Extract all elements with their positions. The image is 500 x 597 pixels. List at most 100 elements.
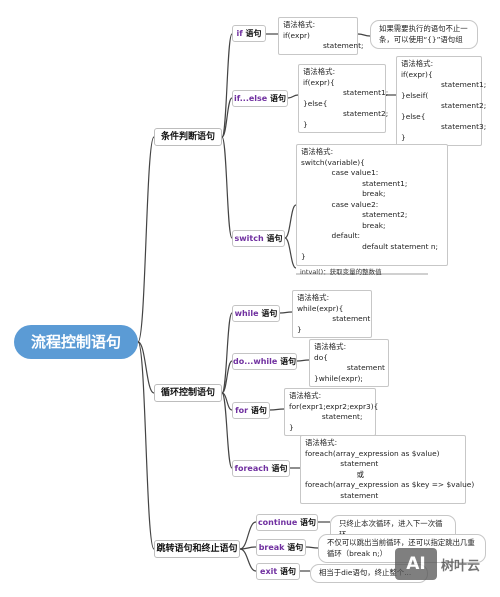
stmt-keyword: foreach xyxy=(234,464,269,473)
syntax-line: 语法格式: xyxy=(314,342,347,351)
connector-jump-exit xyxy=(239,548,257,572)
syntax-line: 语法格式: xyxy=(283,20,316,29)
stmt-dowhile[interactable]: do...while 语句 xyxy=(232,353,297,370)
syntax-line: 语法格式: xyxy=(289,391,322,400)
connector-dowhile-syntax xyxy=(296,359,310,362)
syntax-line: } xyxy=(303,119,308,129)
stmt-suffix: 语句 xyxy=(263,234,283,243)
syntax-line: statement3; xyxy=(401,122,487,131)
syntax-line: statement xyxy=(305,459,379,468)
syntax-ifelse: 语法格式:if(expr){ statement1;}else{ stateme… xyxy=(298,64,389,133)
connector-if-note xyxy=(357,33,371,37)
syntax-line: if(expr){ xyxy=(401,69,433,79)
connector-jump-continue xyxy=(239,521,257,550)
ai-logo-icon: AI xyxy=(395,548,437,580)
syntax-line: statement xyxy=(314,363,385,372)
connector-root-condition xyxy=(137,136,155,343)
stmt-continue[interactable]: continue 语句 xyxy=(256,514,318,531)
category-jump[interactable]: 跳转语句和终止语句 xyxy=(154,540,240,558)
category-loop[interactable]: 循环控制语句 xyxy=(154,384,222,402)
connector-break-note xyxy=(305,546,319,549)
stmt-for[interactable]: for 语句 xyxy=(232,402,270,419)
syntax-line: 语法格式: xyxy=(301,147,334,156)
syntax-foreach: 语法格式:foreach(array_expression as $value)… xyxy=(300,435,475,504)
stmt-suffix: 语句 xyxy=(242,29,262,38)
watermark-logo: AI 树叶云 xyxy=(395,548,480,580)
syntax-ifelseif: 语法格式:if(expr){ statement1;}elseif( state… xyxy=(396,56,487,146)
connector-loop-while xyxy=(221,312,233,394)
connector-condition-switch xyxy=(221,136,233,239)
syntax-line: }else{ xyxy=(401,111,426,121)
syntax-line: for(expr1;expr2;expr3){ xyxy=(289,401,379,411)
stmt-keyword: for xyxy=(235,406,249,415)
stmt-keyword: if...else xyxy=(233,94,268,103)
syntax-line: 语法格式: xyxy=(297,293,330,302)
syntax-line: } xyxy=(301,252,306,261)
stmt-keyword: continue xyxy=(257,518,298,527)
stmt-if[interactable]: if 语句 xyxy=(232,25,266,42)
syntax-line: statement xyxy=(297,314,371,323)
stmt-switch[interactable]: switch 语句 xyxy=(232,230,285,247)
stmt-suffix: 语句 xyxy=(258,309,278,318)
syntax-line: default statement n; xyxy=(301,241,439,251)
stmt-suffix: 语句 xyxy=(267,94,287,103)
root-node[interactable]: 流程控制语句 xyxy=(14,325,138,359)
stmt-suffix: 语句 xyxy=(277,357,297,366)
stmt-break[interactable]: break 语句 xyxy=(256,539,306,556)
syntax-line: statement2; xyxy=(301,210,408,219)
syntax-line: } xyxy=(297,324,302,334)
syntax-switch: 语法格式:switch(variable){ case value1: stat… xyxy=(296,144,448,266)
stmt-suffix: 语句 xyxy=(284,543,304,552)
stmt-keyword: while xyxy=(234,309,259,318)
syntax-while: 语法格式:while(expr){ statement} xyxy=(292,290,372,338)
connector-root-loop xyxy=(137,341,155,394)
stmt-while[interactable]: while 语句 xyxy=(232,305,280,322)
syntax-line: switch(variable){ xyxy=(301,157,365,167)
stmt-foreach[interactable]: foreach 语句 xyxy=(232,460,290,477)
stmt-ifelse[interactable]: if...else 语句 xyxy=(232,90,288,107)
stmt-keyword: if xyxy=(236,29,243,38)
syntax-if: 语法格式:if(expr) statement; xyxy=(278,17,363,55)
syntax-line: foreach(array_expression as $key => $val… xyxy=(305,480,475,489)
syntax-line: break; xyxy=(301,220,386,230)
syntax-line: case value1: xyxy=(301,168,379,177)
stmt-exit[interactable]: exit 语句 xyxy=(256,563,300,580)
syntax-line: if(expr) xyxy=(283,30,310,40)
syntax-line: statement1; xyxy=(401,80,487,89)
syntax-line: if(expr){ xyxy=(303,77,335,87)
category-condition[interactable]: 条件判断语句 xyxy=(154,128,222,146)
syntax-for: 语法格式:for(expr1;expr2;expr3){ statement;} xyxy=(284,388,379,436)
syntax-line: 语法格式: xyxy=(303,67,336,76)
stmt-keyword: break xyxy=(258,543,285,552)
syntax-line: statement1; xyxy=(301,178,408,188)
connector-loop-foreach xyxy=(221,392,233,469)
syntax-line: statement2; xyxy=(401,101,487,110)
syntax-line: }elseif( xyxy=(401,90,429,100)
connector-while-syntax xyxy=(279,311,293,314)
syntax-line: case value2: xyxy=(301,199,379,209)
stmt-suffix: 语句 xyxy=(248,406,267,415)
syntax-line: statement2; xyxy=(303,109,389,118)
connector-switch-intval xyxy=(284,237,297,269)
connector-condition-if xyxy=(221,33,233,138)
stmt-suffix: 语句 xyxy=(268,464,288,473)
note-if-multi: 如果需要执行的语句不止一条，可以使用“{}”语句组 xyxy=(370,20,478,49)
syntax-line: do{ xyxy=(314,352,328,362)
stmt-suffix: 语句 xyxy=(277,567,296,576)
syntax-line: } xyxy=(289,422,294,432)
stmt-suffix: 语句 xyxy=(297,518,317,527)
syntax-line: 语法格式: xyxy=(305,438,338,447)
connector-switch-syntax xyxy=(284,204,297,239)
connector-condition-ifelse xyxy=(221,97,233,138)
syntax-line: default: xyxy=(301,231,361,240)
syntax-line: 语法格式: xyxy=(401,59,434,68)
stmt-keyword: switch xyxy=(234,234,264,243)
watermark-text: 树叶云 xyxy=(441,558,481,574)
connector-loop-dowhile xyxy=(221,360,233,394)
syntax-line: while(expr){ xyxy=(297,303,344,313)
stmt-keyword: do...while xyxy=(233,357,278,366)
stmt-keyword: exit xyxy=(260,567,278,576)
syntax-line: } xyxy=(401,132,406,142)
